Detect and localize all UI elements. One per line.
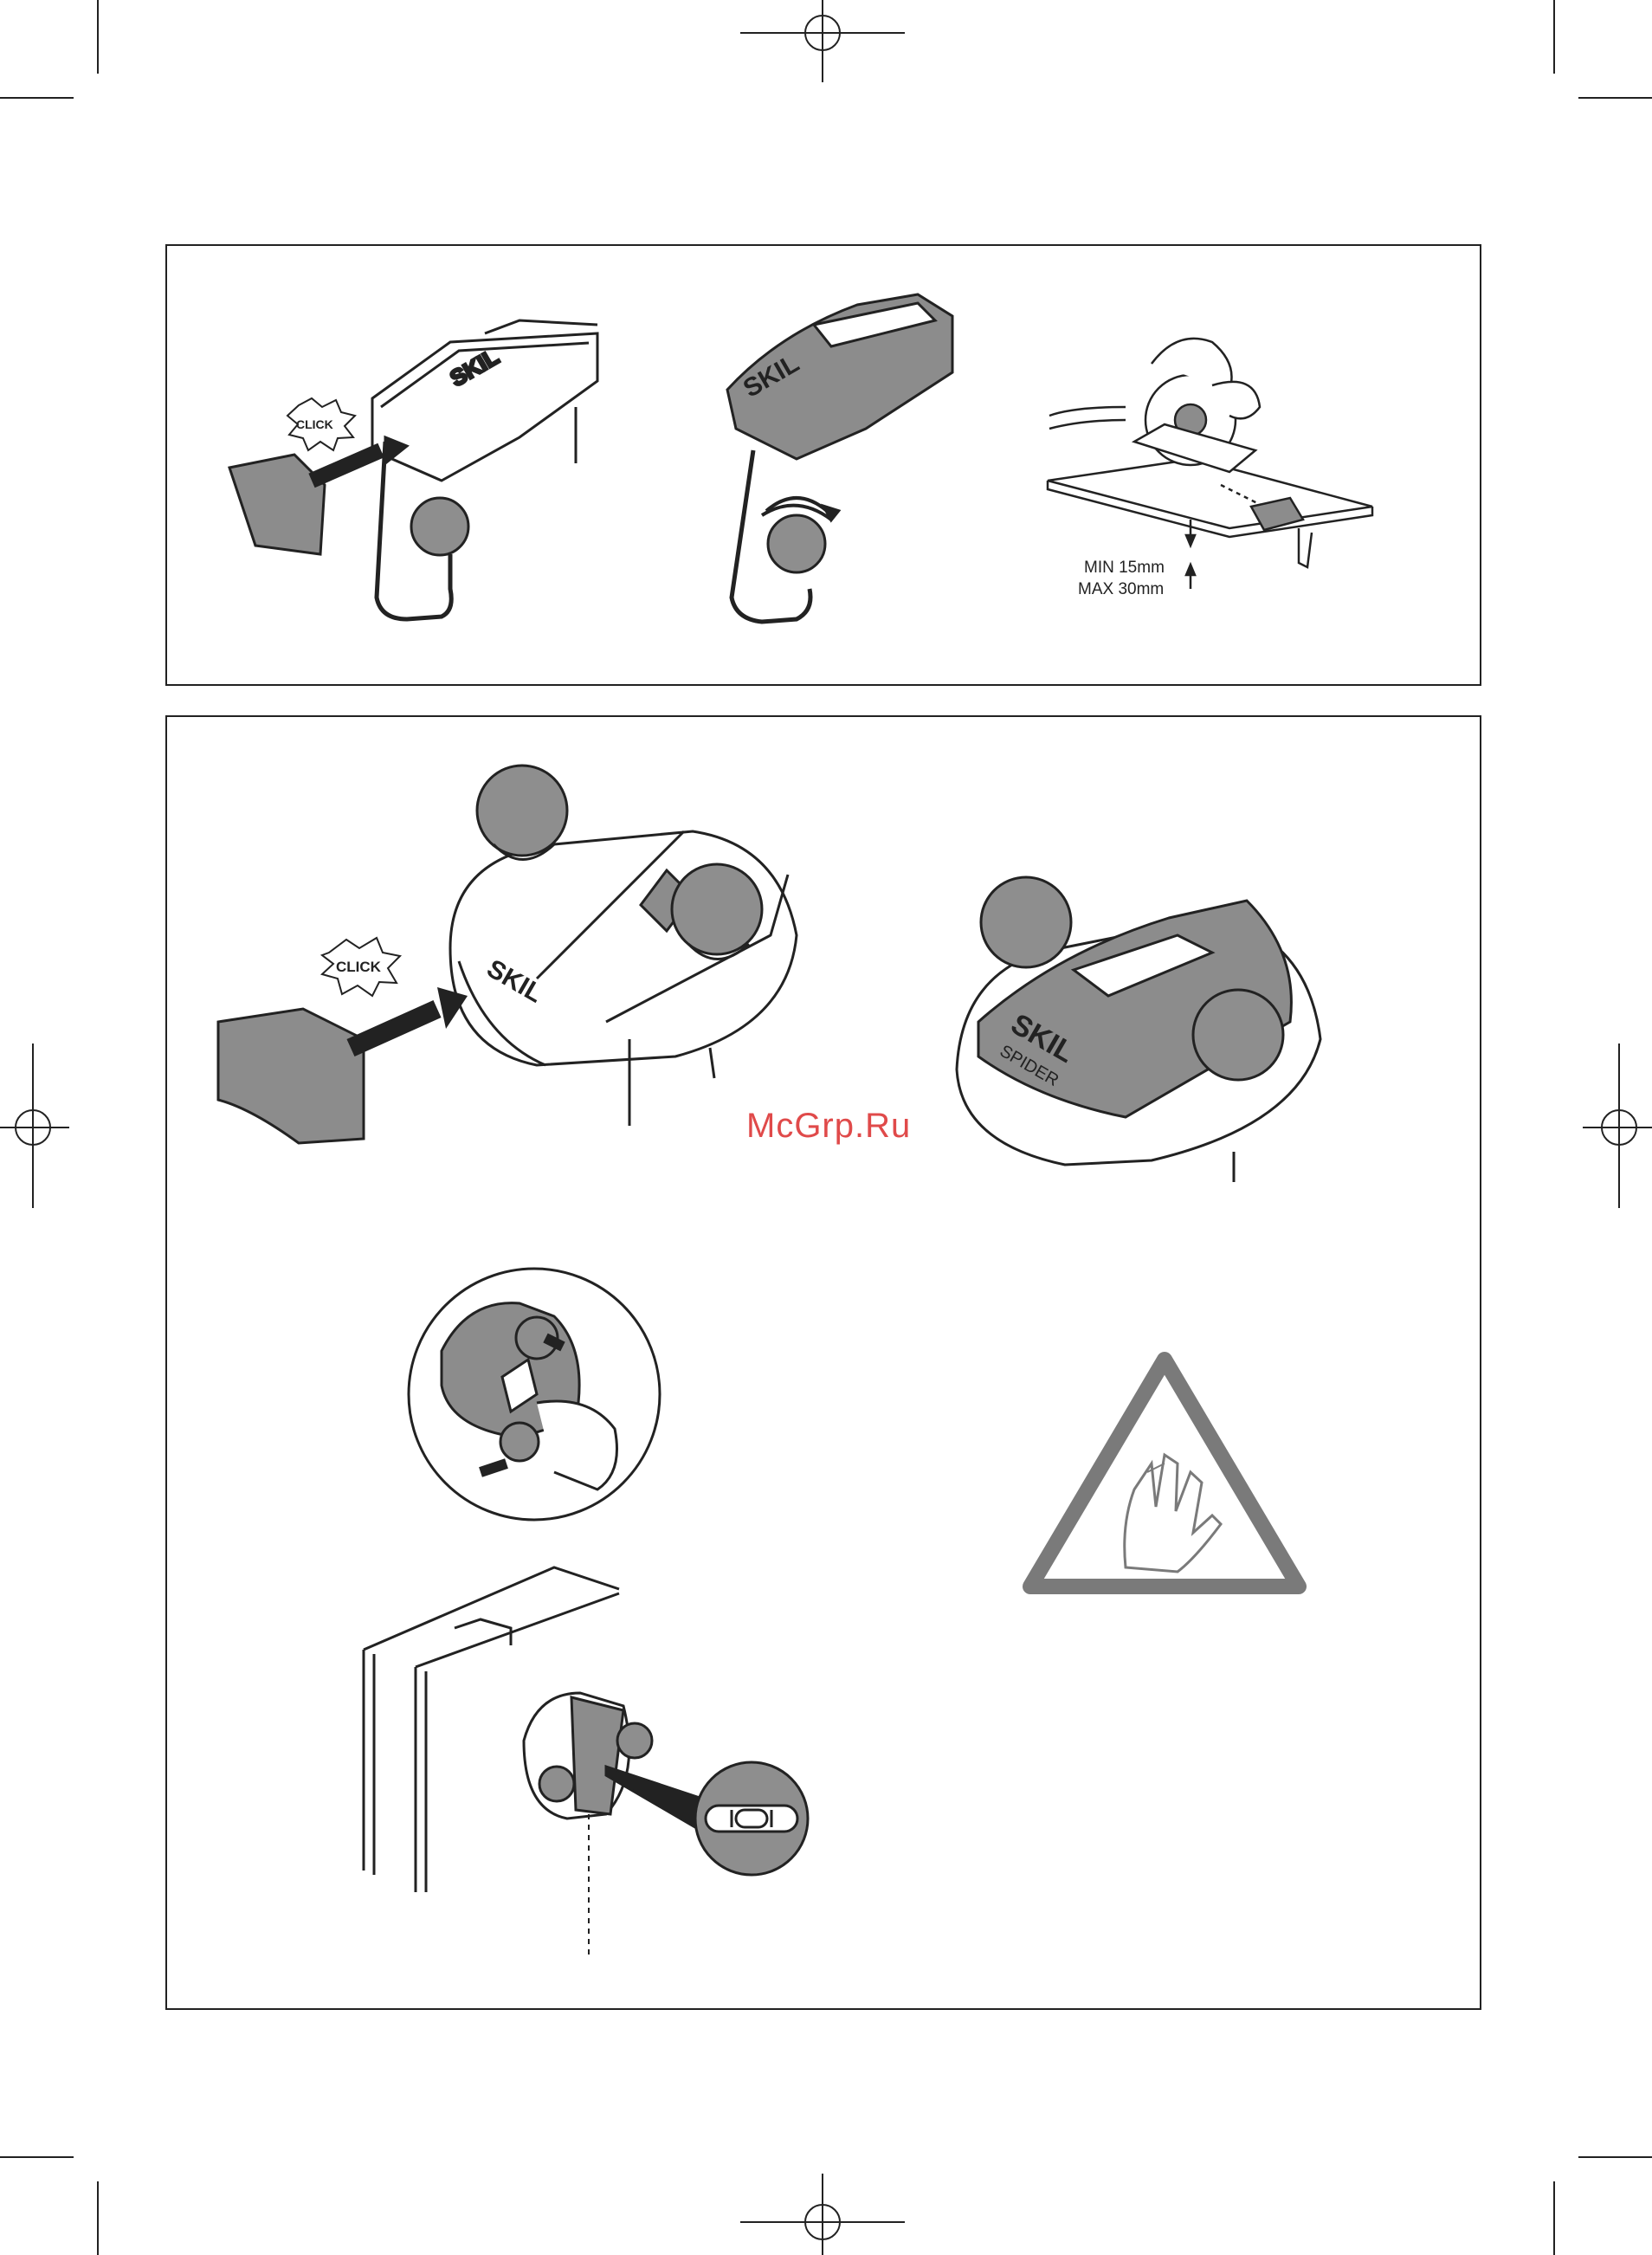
click-burst-icon: CLICK — [322, 938, 400, 996]
suction-base-illustration: SKIL — [450, 766, 797, 1126]
click-label: CLICK — [296, 417, 333, 431]
door-frame-illustration — [364, 1567, 710, 1957]
measure-min-label: MIN 15mm — [1084, 559, 1165, 577]
hand-injury-icon — [1125, 1455, 1221, 1572]
device-on-bracket-illustration: SKIL — [727, 294, 952, 622]
saw-on-board-illustration — [1048, 339, 1372, 567]
spirit-level-icon — [695, 1762, 808, 1875]
measure-max-label: MAX 30mm — [1078, 580, 1164, 598]
bracket-insertion-illustration: SKIL — [229, 320, 597, 619]
push-arrow-icon — [218, 987, 468, 1143]
device-on-base-illustration: SKIL SPIDER — [957, 877, 1320, 1182]
click-burst-icon: CLICK — [287, 398, 355, 450]
thickness-arrows — [1186, 520, 1195, 589]
click-label-bottom: CLICK — [336, 959, 382, 975]
detach-detail-illustration — [409, 1269, 660, 1520]
warning-triangle-icon — [1030, 1360, 1299, 1586]
watermark: McGrp.Ru — [746, 1107, 911, 1146]
